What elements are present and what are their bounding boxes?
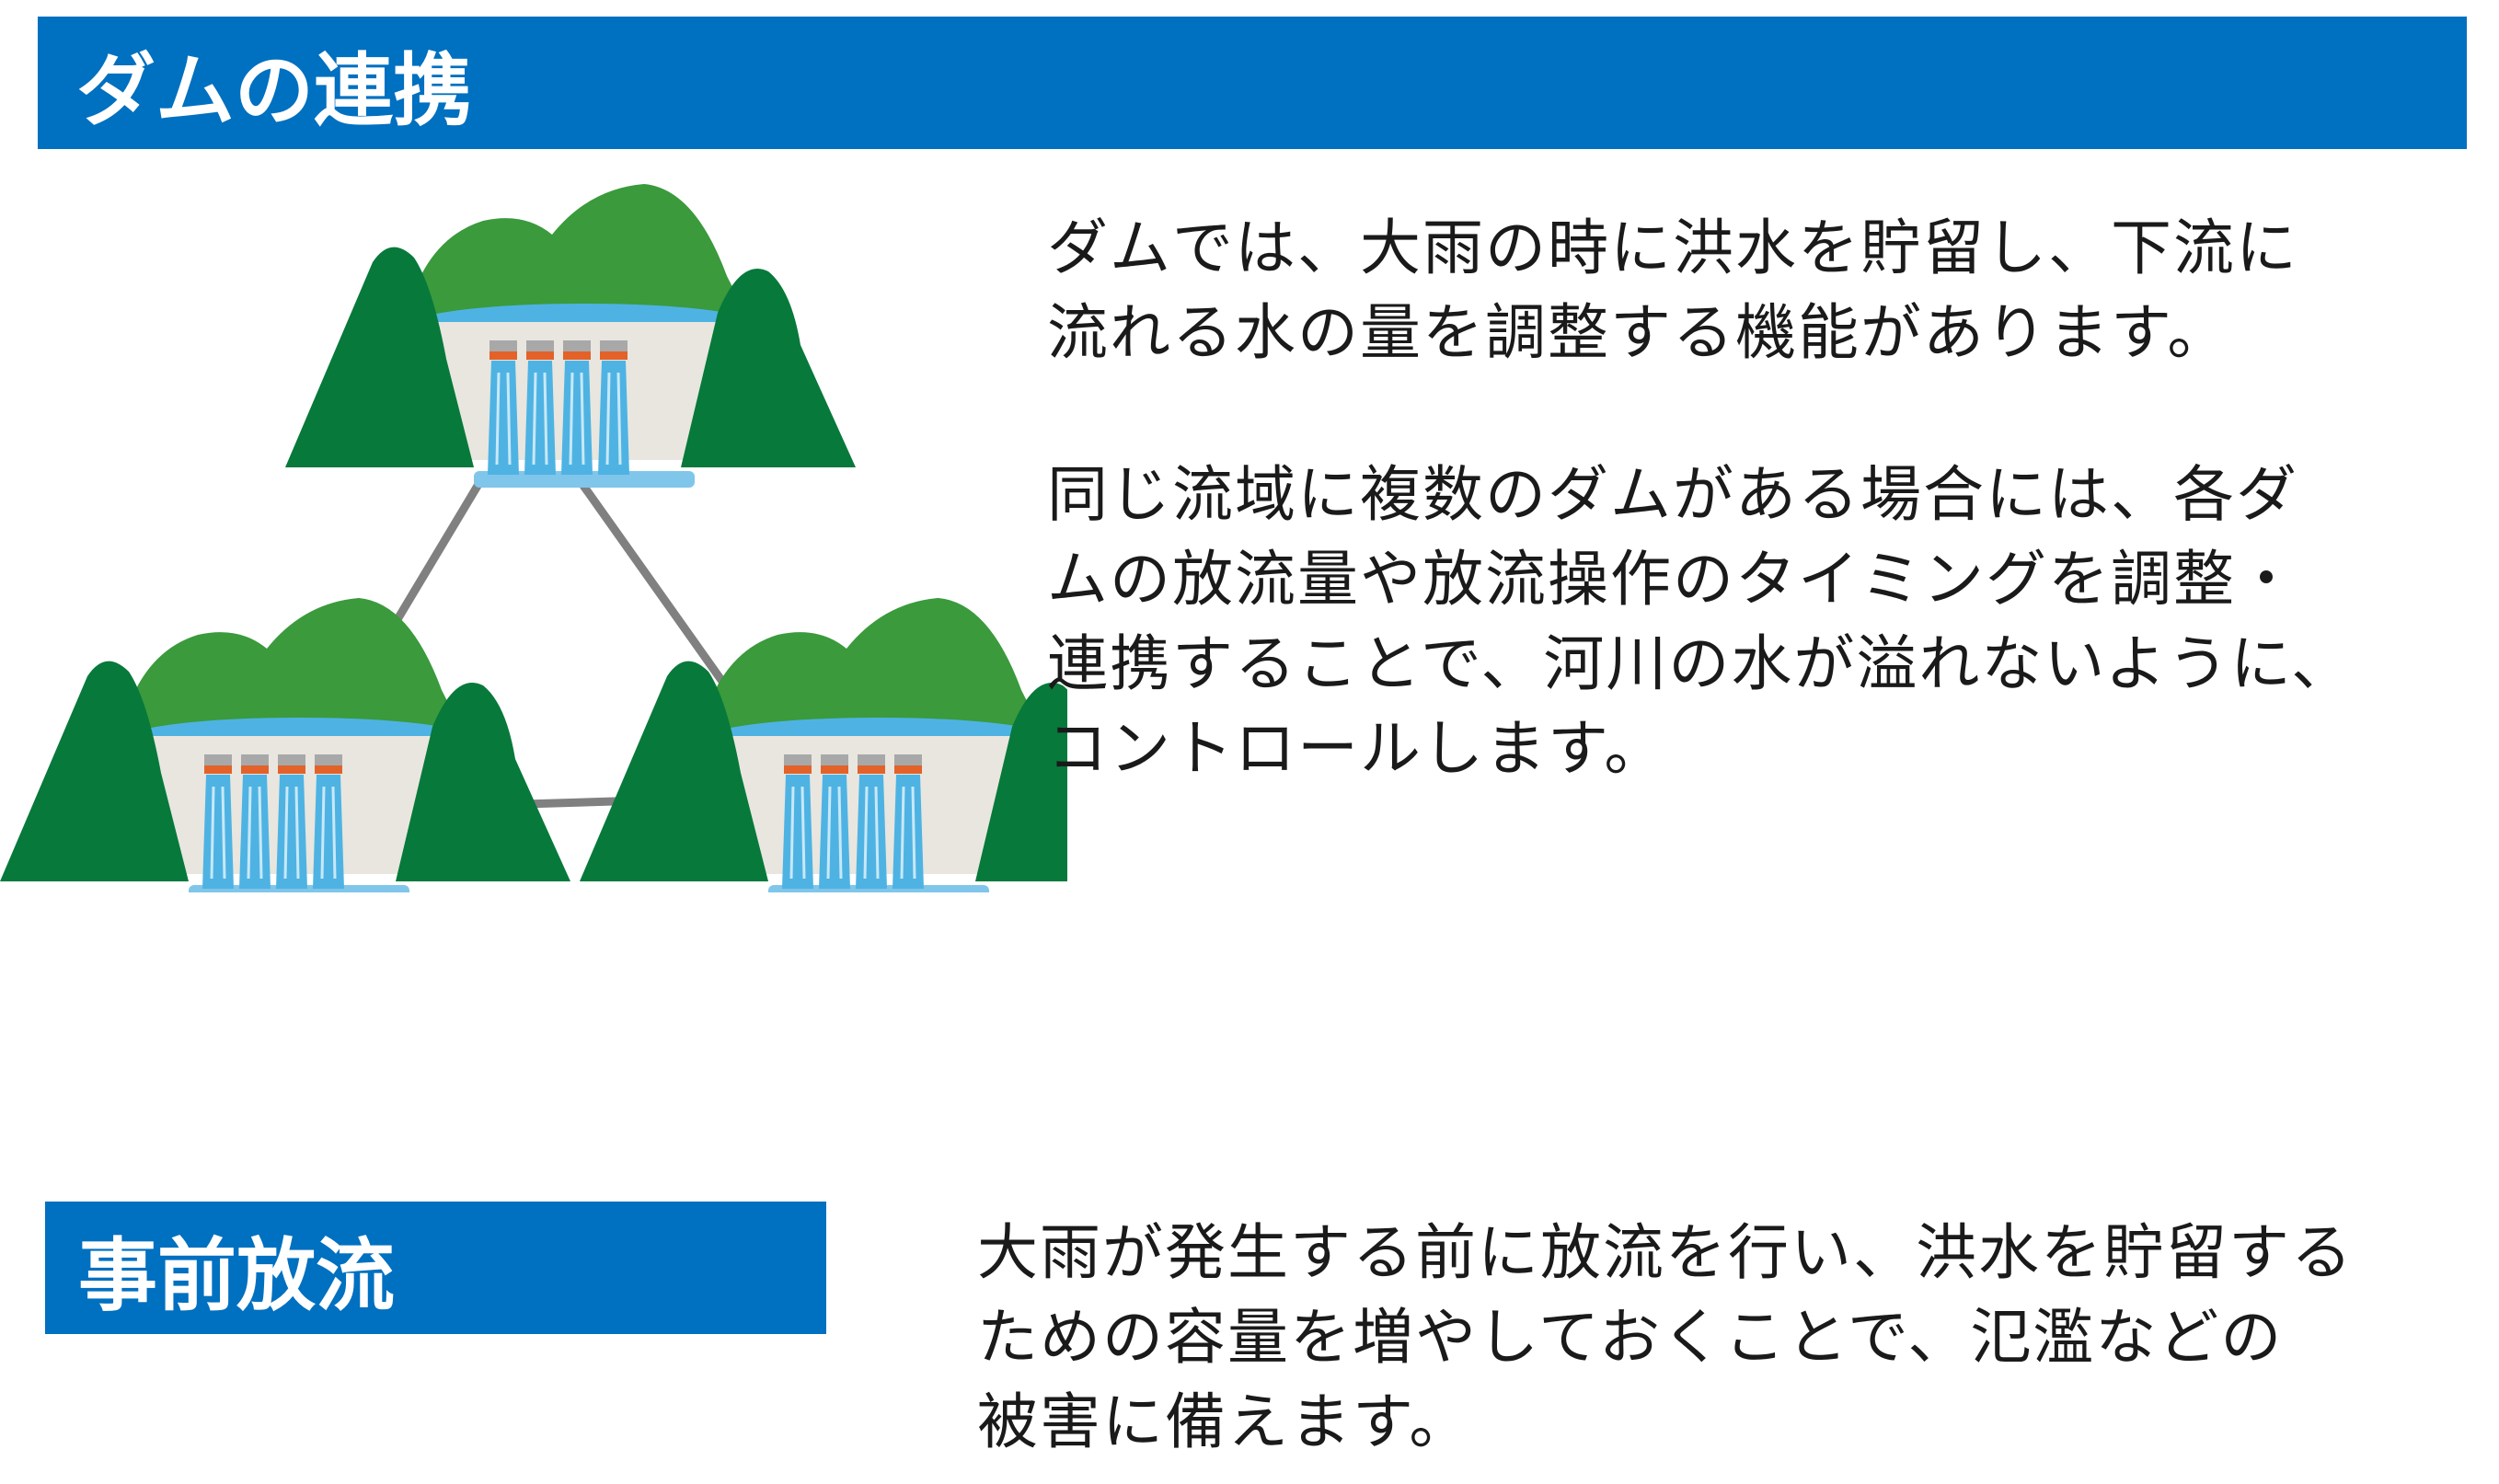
dam-function-text: ダムでは、大雨の時に洪水を貯留し、下流に 流れる水の量を調整する機能があります。 — [1047, 213, 2298, 368]
section-title-text: ダムの連携 — [76, 44, 472, 137]
dam-icon-bottom-left — [0, 596, 572, 892]
pre-release-text: 大雨が発生する前に放流を行い、洪水を貯留する ための容量を増やしておくことで、氾… — [977, 1217, 2354, 1457]
section-title-dam-coordination: ダムの連携 — [38, 17, 2467, 149]
dam-coordination-text: 同じ流域に複数のダムがある場合には、各ダ ムの放流量や放流操作のタイミングを調整… — [1047, 459, 2355, 784]
dam-icon-top — [283, 182, 858, 489]
dam-icon-bottom-right — [578, 596, 1067, 892]
section-title-pre-release: 事前放流 — [45, 1202, 826, 1334]
dam-network-illustration — [0, 182, 1067, 892]
section-title-text: 事前放流 — [78, 1229, 395, 1322]
